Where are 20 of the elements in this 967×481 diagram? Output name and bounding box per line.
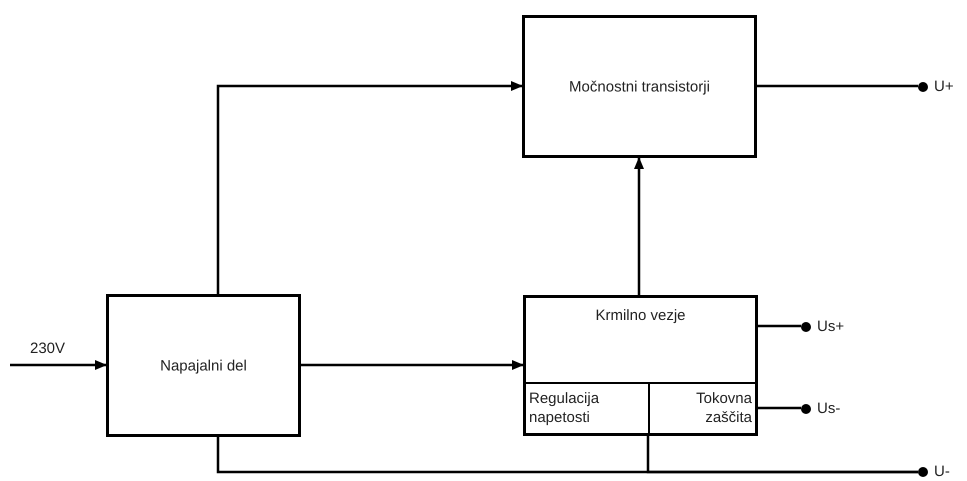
connector-line <box>646 436 918 474</box>
terminal-label: Us- <box>817 400 840 417</box>
block-label: Močnostni transistorji <box>568 77 711 96</box>
terminal-label: Us+ <box>817 318 844 335</box>
connector-line <box>758 324 801 328</box>
arrow <box>301 360 524 370</box>
block-box <box>106 294 301 437</box>
terminal-label: U+ <box>934 78 954 95</box>
connector-line <box>758 406 801 410</box>
connector-line <box>757 84 918 88</box>
arrow <box>634 157 644 295</box>
arrow <box>10 360 107 370</box>
block-label: Regulacija napetosti <box>529 389 600 427</box>
block-label: Tokovna zaščita <box>695 389 752 427</box>
terminal-label: U- <box>934 463 950 480</box>
block-box <box>522 15 757 158</box>
block-label: Krmilno vezje <box>594 306 687 325</box>
block-label: Napajalni del <box>159 356 248 375</box>
arrow <box>216 81 523 294</box>
block-box <box>523 295 758 436</box>
